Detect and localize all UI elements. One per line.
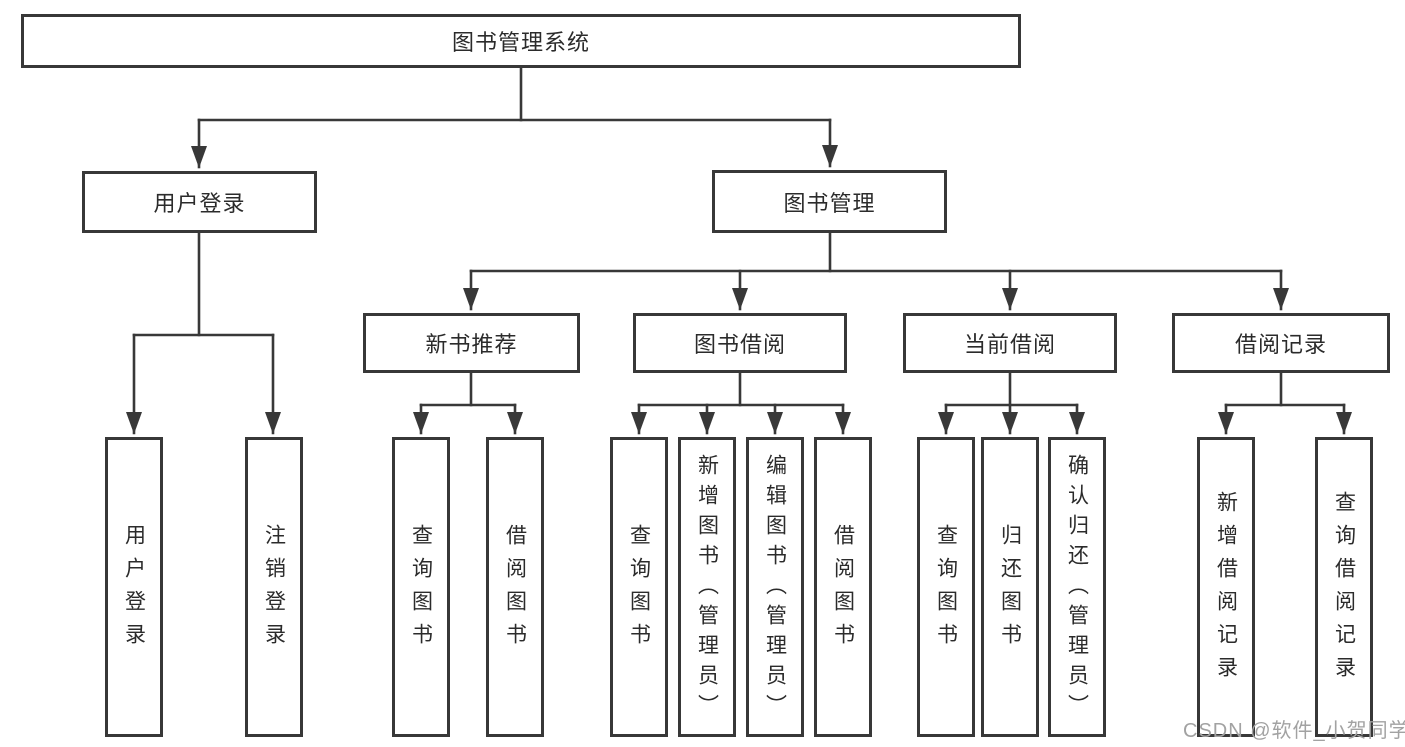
leaf-cb-confirm-return-admin: 确认归还（管理员） [1048,437,1106,737]
node-new-book-recommendation: 新书推荐 [363,313,580,373]
leaf-logout: 注销登录 [245,437,303,737]
leaf-bb-edit-books-admin: 编辑图书（管理员） [746,437,804,737]
leaf-bb-add-books-admin: 新增图书（管理员） [678,437,736,737]
node-borrowing-records: 借阅记录 [1172,313,1390,373]
node-current-borrowing: 当前借阅 [903,313,1117,373]
leaf-cb-query-books: 查询图书 [917,437,975,737]
leaf-nbr-query-books: 查询图书 [392,437,450,737]
leaf-br-add-record: 新增借阅记录 [1197,437,1255,737]
node-book-management: 图书管理 [712,170,947,233]
leaf-nbr-borrow-books: 借阅图书 [486,437,544,737]
csdn-watermark: CSDN @软件_小贺同学 [1183,720,1405,742]
node-library-management-system: 图书管理系统 [21,14,1021,68]
leaf-cb-return-books: 归还图书 [981,437,1039,737]
node-book-borrowing: 图书借阅 [633,313,847,373]
leaf-user-login: 用户登录 [105,437,163,737]
leaf-bb-borrow-books: 借阅图书 [814,437,872,737]
node-user-login: 用户登录 [82,171,317,233]
leaf-bb-query-books: 查询图书 [610,437,668,737]
leaf-br-query-record: 查询借阅记录 [1315,437,1373,737]
